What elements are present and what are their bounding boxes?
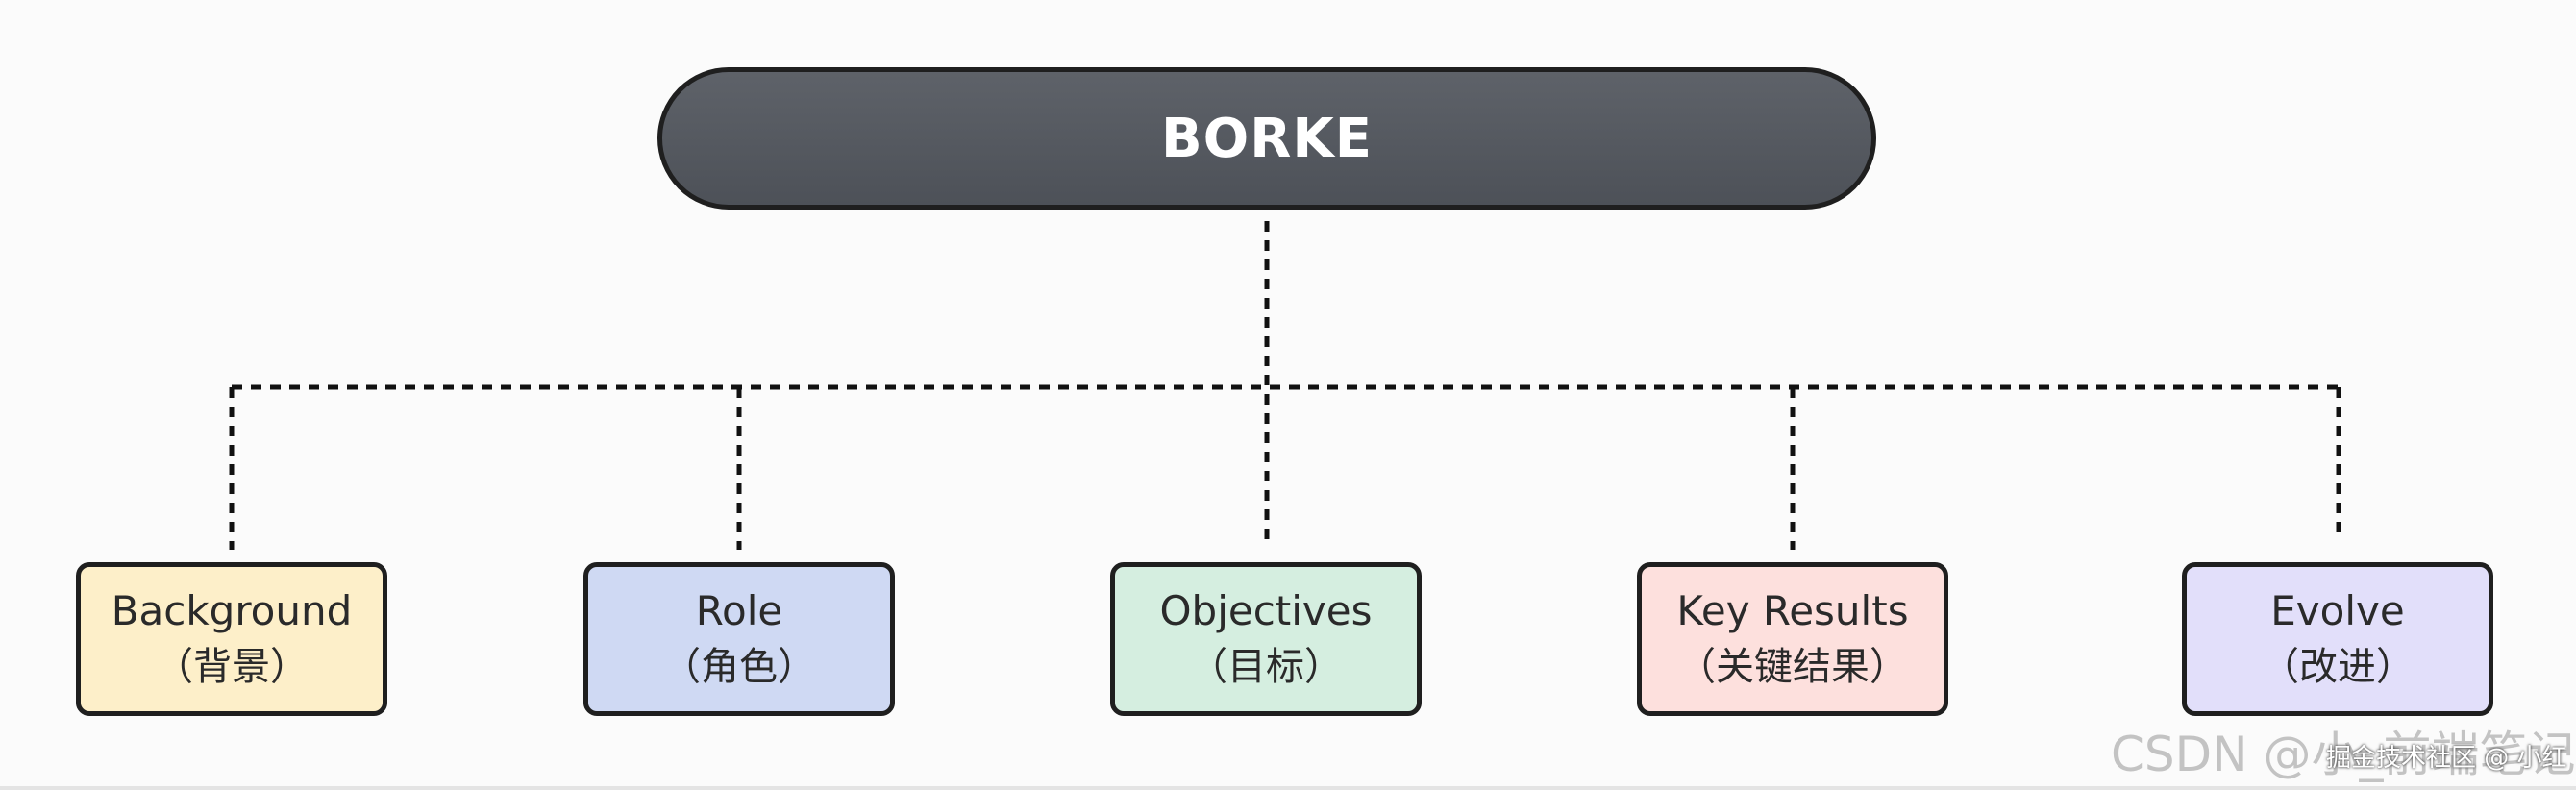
node-background: Background （背景） <box>76 562 387 716</box>
node-title: Objectives <box>1159 587 1373 634</box>
watermark-juejin: 掘金技术社区 @ 小红 <box>2326 744 2567 773</box>
node-subtitle: （关键结果） <box>1677 645 1908 689</box>
node-title: Key Results <box>1676 587 1909 634</box>
node-objectives: Objectives （目标） <box>1110 562 1422 716</box>
node-evolve: Evolve （改进） <box>2182 562 2493 716</box>
root-label: BORKE <box>1160 107 1374 170</box>
node-subtitle: （角色） <box>662 645 816 689</box>
node-subtitle: （改进） <box>2261 645 2415 689</box>
node-title: Evolve <box>2270 587 2405 634</box>
node-title: Background <box>111 587 353 634</box>
watermark-csdn: CSDN @小_前端笔记 <box>2111 727 2576 782</box>
node-subtitle: （背景） <box>155 645 309 689</box>
bottom-divider <box>0 786 2576 790</box>
node-role: Role （角色） <box>583 562 895 716</box>
root-node: BORKE <box>657 67 1876 210</box>
node-key-results: Key Results （关键结果） <box>1637 562 1948 716</box>
node-subtitle: （目标） <box>1189 645 1343 689</box>
node-title: Role <box>695 587 783 634</box>
